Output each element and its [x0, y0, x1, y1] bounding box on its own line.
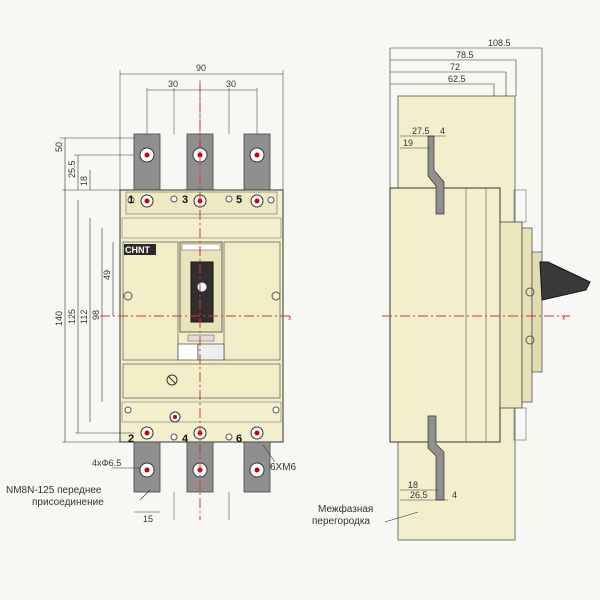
- dim-width-90: 90: [196, 63, 206, 73]
- terminal-label-2: 2: [128, 433, 134, 445]
- terminal-label-4: 4: [182, 433, 189, 445]
- screw-note: 6XM6: [270, 462, 297, 473]
- busbar-top-3: [243, 133, 271, 193]
- terminal-label-1: 1: [128, 194, 134, 206]
- dim-bottom-18: 18: [408, 480, 418, 490]
- hole-note: 4xΦ6.5: [92, 458, 121, 468]
- dim-height-49: 49: [102, 270, 112, 280]
- caption-front-line1: NM8N-125 переднее: [6, 485, 102, 496]
- side-busbar-top: [427, 135, 445, 215]
- terminal-label-5: 5: [236, 194, 242, 206]
- dim-depth-62-5: 62.5: [448, 74, 466, 84]
- side-view: 108.5 78.5 72 62.5 27.5 4 19 18 26.5 4 x…: [312, 38, 591, 541]
- terminal-label-3: 3: [182, 194, 188, 206]
- breaker-body-side: [389, 187, 501, 443]
- dim-bottom-15: 15: [143, 514, 153, 524]
- dim-depth-108-5: 108.5: [488, 38, 511, 48]
- dim-top-19: 19: [403, 138, 413, 148]
- dim-height-25-5: 25.5: [67, 160, 77, 178]
- caption-front-line2: присоединение: [32, 497, 104, 508]
- dim-top-27-5: 27.5: [412, 126, 430, 136]
- dim-top-4: 4: [440, 126, 445, 136]
- dim-bottom-26-5: 26.5: [410, 490, 428, 500]
- dim-height-140: 140: [54, 311, 64, 326]
- brand-logo: CHNT: [125, 245, 150, 255]
- caption-side-line2: перегородка: [312, 516, 370, 527]
- front-view: 1 3 5 CHNT 2 4 6: [6, 63, 297, 524]
- dim-height-125: 125: [67, 309, 77, 324]
- dim-height-112: 112: [79, 310, 89, 324]
- dim-height-50: 50: [54, 142, 64, 152]
- svg-text:x: x: [562, 315, 566, 322]
- dim-depth-78-5: 78.5: [456, 50, 474, 60]
- terminal-label-6: 6: [236, 433, 242, 445]
- dim-pitch-30-left: 30: [168, 79, 178, 89]
- side-handle: [539, 261, 591, 301]
- caption-side-line1: Межфазная: [318, 503, 373, 515]
- dim-pitch-30-right: 30: [226, 79, 236, 89]
- dim-bottom-4: 4: [452, 490, 457, 500]
- dim-height-98: 98: [91, 310, 101, 320]
- svg-text:x: x: [288, 315, 292, 322]
- busbar-top-1: [133, 133, 161, 193]
- dim-height-18: 18: [79, 176, 89, 186]
- dim-depth-72: 72: [450, 62, 460, 72]
